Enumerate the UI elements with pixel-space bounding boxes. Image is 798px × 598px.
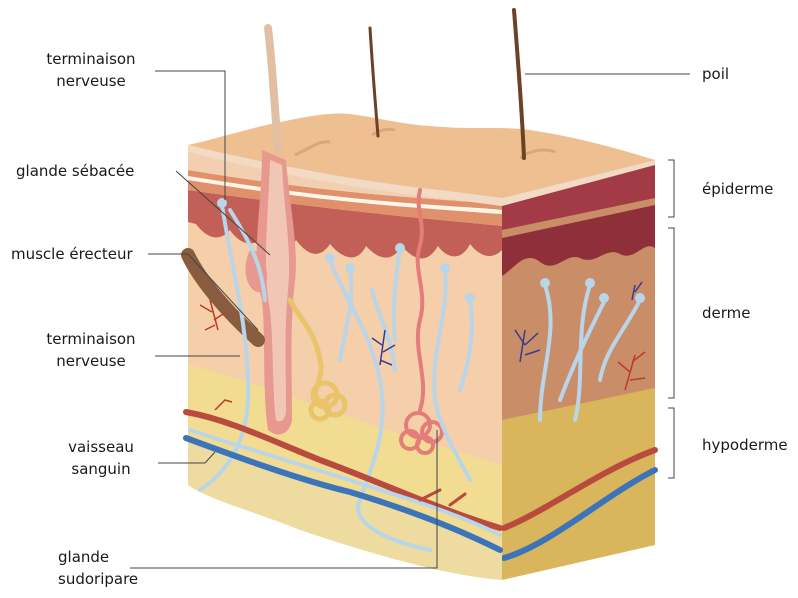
label-terminaison-top-line2: nerveuse <box>28 70 154 92</box>
label-sudoripare-line2: sudoripare <box>58 568 138 590</box>
label-sudoripare-line1: glande <box>58 546 138 568</box>
label-terminaison-nerveuse-mid: terminaison nerveuse <box>28 328 154 372</box>
skin-block-side-face <box>502 160 655 580</box>
label-vaisseau-sanguin: vaisseau sanguin <box>46 436 156 480</box>
label-vaisseau-line1: vaisseau <box>46 436 156 458</box>
label-hypoderme: hypoderme <box>702 434 788 456</box>
label-terminaison-nerveuse-top: terminaison nerveuse <box>28 48 154 92</box>
label-glande-sebacee: glande sébacée <box>16 160 134 182</box>
label-terminaison-mid-line1: terminaison <box>28 328 154 350</box>
label-muscle-erecteur: muscle érecteur <box>11 243 133 265</box>
label-derme: derme <box>702 302 751 324</box>
label-poil: poil <box>702 63 729 85</box>
label-terminaison-mid-line2: nerveuse <box>28 350 154 372</box>
label-glande-sudoripare: glande sudoripare <box>58 546 138 590</box>
label-epiderme: épiderme <box>702 178 773 200</box>
label-vaisseau-line2: sanguin <box>46 458 156 480</box>
label-terminaison-top-line1: terminaison <box>28 48 154 70</box>
